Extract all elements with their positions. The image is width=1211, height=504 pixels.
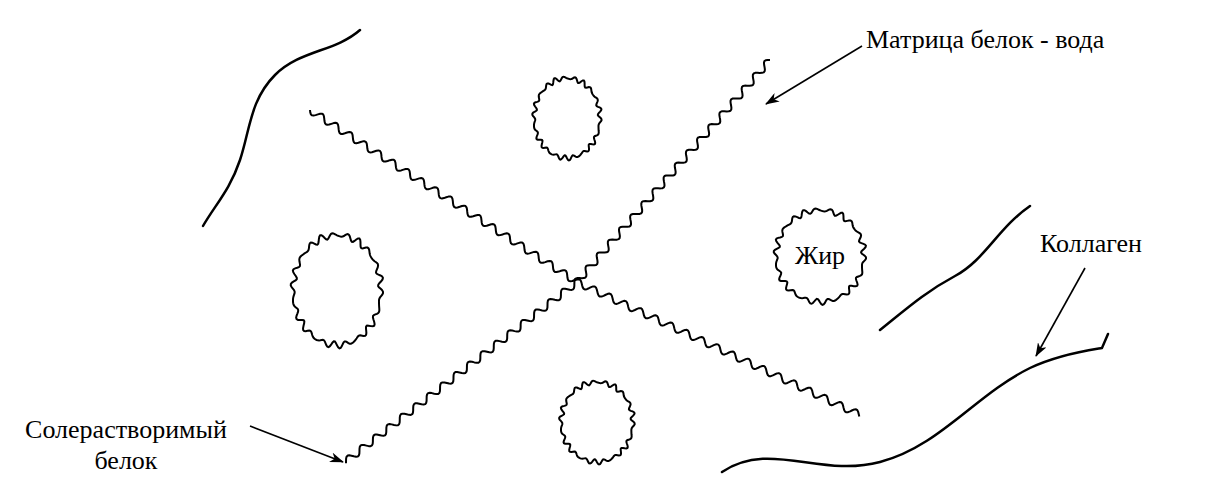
collagen-fibres <box>203 30 1108 472</box>
leader-line <box>766 46 862 104</box>
fat-globule <box>559 381 635 465</box>
node-label: Жир <box>795 240 845 271</box>
fat-globule <box>291 233 383 348</box>
callout-label: Коллаген <box>1040 228 1142 259</box>
collagen-fibre <box>722 334 1108 472</box>
fat-globule: Жир <box>772 206 868 306</box>
leader-line <box>1036 268 1085 356</box>
protein-strand <box>346 60 770 463</box>
fat-globule <box>532 77 601 161</box>
callout-label: Солерастворимый белок <box>8 414 244 476</box>
leader-line <box>250 426 343 462</box>
leader-lines <box>250 46 1085 462</box>
collagen-fibre <box>203 30 360 226</box>
globule-edge <box>774 209 866 305</box>
collagen-fibre <box>880 206 1030 330</box>
fat-globules <box>291 77 635 465</box>
callout-label: Матрица белок - вода <box>866 24 1104 55</box>
